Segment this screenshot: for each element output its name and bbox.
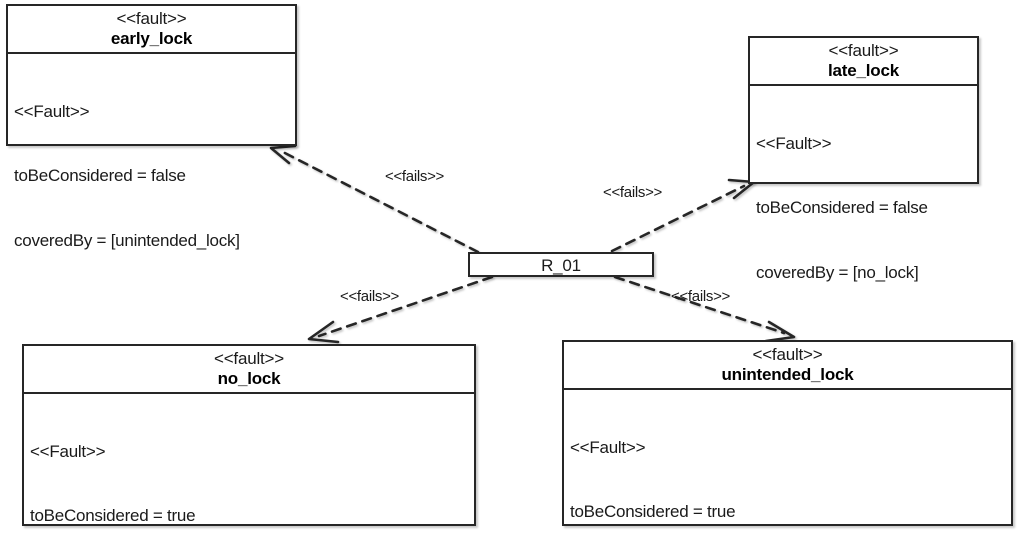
node-title: unintended_lock [721,364,854,384]
node-body-unintended-lock: <<Fault>> toBeConsidered = true descript… [564,390,1011,535]
node-late-lock[interactable]: <<fault>> late_lock <<Fault>> toBeConsid… [748,36,979,282]
edge-label-unintended-lock: <<fails>> [671,288,731,305]
compartment-label: <<Fault>> [756,133,832,153]
node-header-unintended-lock: <<fault>> unintended_lock [564,342,1011,391]
relation-label: R_01 [541,256,581,275]
edge-label-no-lock: <<fails>> [340,288,400,305]
node-body-late-lock: <<Fault>> toBeConsidered = false covered… [750,86,977,330]
node-title: late_lock [828,60,899,80]
attribute-row: coveredBy = [unintended_lock] [14,231,240,251]
node-header-early-lock: <<fault>> early_lock [8,6,295,55]
node-unintended-lock[interactable]: <<fault>> unintended_lock <<Fault>> toBe… [562,340,1013,526]
edge-label-early-lock: <<fails>> [385,168,445,185]
node-header-late-lock: <<fault>> late_lock [750,38,977,87]
node-no-lock[interactable]: <<fault>> no_lock <<Fault>> toBeConsider… [22,344,476,526]
node-body-early-lock: <<Fault>> toBeConsidered = false covered… [8,54,295,298]
node-title: no_lock [217,368,281,388]
attribute-row: toBeConsidered = false [756,198,928,218]
stereotype-label: <<fault>> [213,349,285,368]
node-title: early_lock [110,28,193,48]
attribute-row: toBeConsidered = true [30,506,196,526]
stereotype-label: <<fault>> [116,9,187,28]
relation-node-r01[interactable]: R_01 [468,252,654,277]
connector-r01-no-lock [307,275,494,344]
attribute-row: toBeConsidered = true [570,502,736,522]
edge-label-late-lock: <<fails>> [603,184,663,201]
node-body-no-lock: <<Fault>> toBeConsidered = true descript… [24,394,474,535]
compartment-label: <<Fault>> [30,441,106,461]
node-early-lock[interactable]: <<fault>> early_lock <<Fault>> toBeConsi… [6,4,297,250]
compartment-label: <<Fault>> [570,437,646,457]
compartment-label: <<Fault>> [14,101,90,121]
attribute-row: toBeConsidered = false [14,166,186,186]
attribute-row: coveredBy = [no_lock] [756,263,919,283]
stereotype-label: <<fault>> [752,345,823,364]
connector-r01-early-lock [269,144,480,254]
stereotype-label: <<fault>> [828,41,899,60]
node-header-no-lock: <<fault>> no_lock [24,346,474,395]
